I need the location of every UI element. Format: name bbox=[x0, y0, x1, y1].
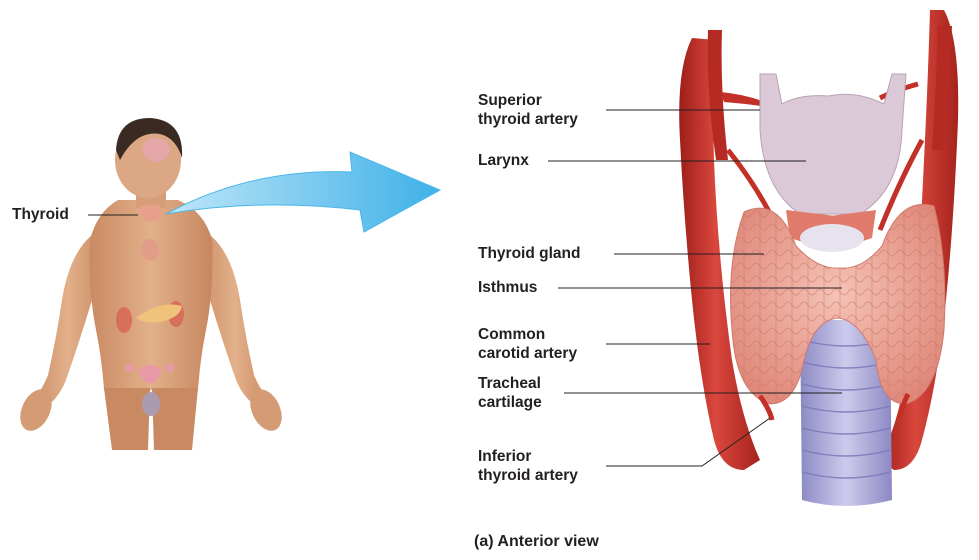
label-superior-thyroid-artery-line-1: Superior bbox=[478, 91, 578, 110]
label-isthmus: Isthmus bbox=[478, 278, 537, 297]
label-larynx: Larynx bbox=[478, 151, 529, 170]
label-common-carotid-artery-line-2: carotid artery bbox=[478, 344, 577, 363]
label-superior-thyroid-artery-line-2: thyroid artery bbox=[478, 110, 578, 129]
human-body-illustration bbox=[14, 118, 288, 450]
label-thyroid: Thyroid bbox=[12, 205, 69, 224]
label-superior-thyroid-artery: Superior thyroid artery bbox=[478, 91, 578, 129]
label-common-carotid-artery: Common carotid artery bbox=[478, 325, 577, 363]
figure-caption: (a) Anterior view bbox=[474, 533, 599, 551]
label-inferior-thyroid-artery: Inferior thyroid artery bbox=[478, 447, 578, 485]
label-tracheal-cartilage: Tracheal cartilage bbox=[478, 374, 542, 412]
label-common-carotid-artery-line-1: Common bbox=[478, 325, 577, 344]
label-tracheal-cartilage-line-2: cartilage bbox=[478, 393, 542, 412]
zoom-arrow bbox=[166, 152, 440, 232]
label-inferior-thyroid-artery-line-2: thyroid artery bbox=[478, 466, 578, 485]
thyroid-anatomy-illustration bbox=[679, 10, 958, 506]
label-tracheal-cartilage-line-1: Tracheal bbox=[478, 374, 542, 393]
label-inferior-thyroid-artery-line-1: Inferior bbox=[478, 447, 578, 466]
label-thyroid-gland: Thyroid gland bbox=[478, 244, 580, 263]
